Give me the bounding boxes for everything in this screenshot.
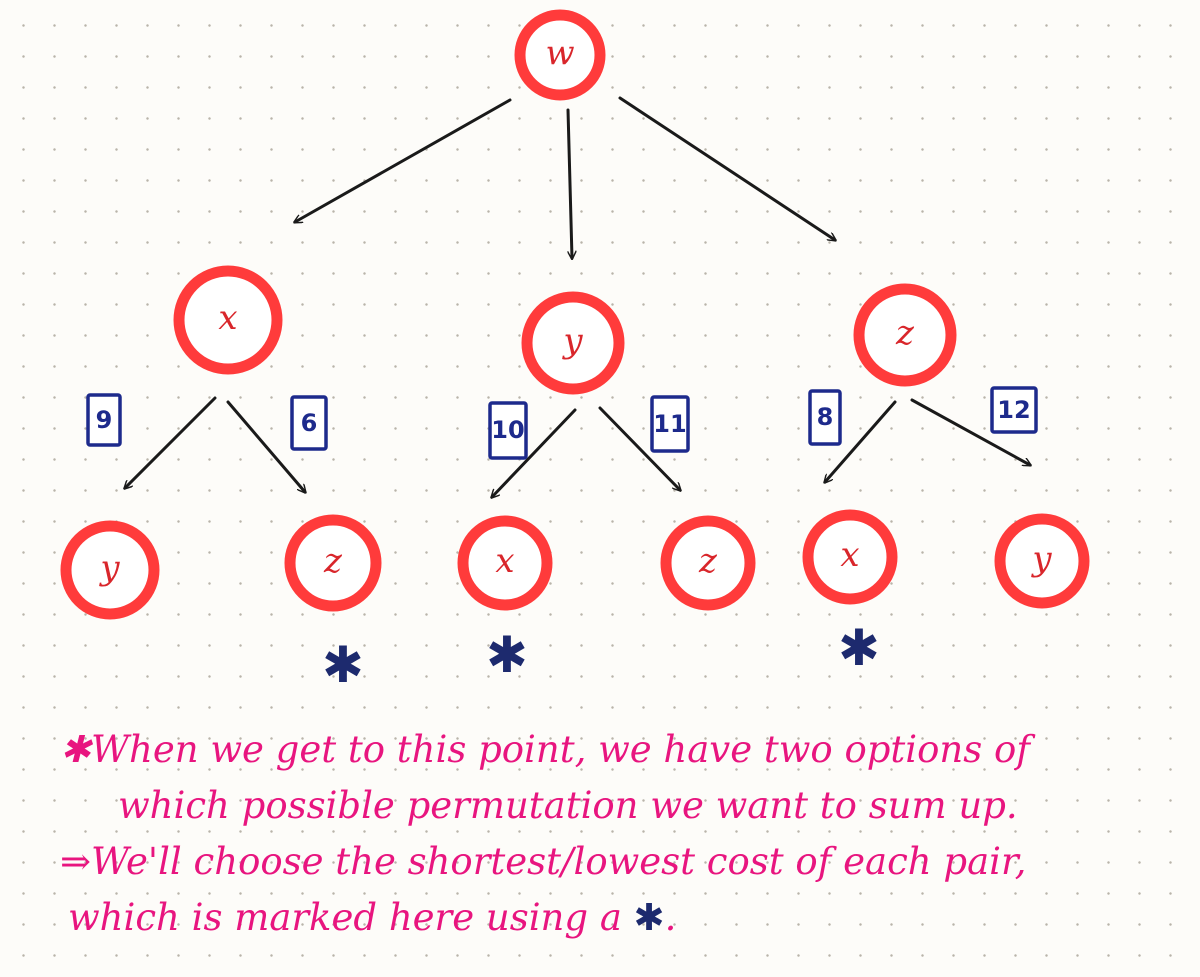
leaf-node-x-2-label: x <box>840 535 859 575</box>
note-line-4: which is marked here using a ✱. <box>60 890 1180 946</box>
leaf-node-x-2: x <box>802 509 898 605</box>
edge-y-to-z <box>598 406 680 490</box>
note-line-4-text: which is marked here using a <box>68 896 622 939</box>
edge-x-to-z <box>226 400 305 492</box>
edge-x-to-y <box>125 396 217 488</box>
leaf-node-x-1: x <box>457 515 553 611</box>
tree-edges <box>125 96 1030 497</box>
note-line-2: which possible permutation we want to su… <box>118 784 1018 827</box>
cost-box-10: 10 <box>488 401 528 460</box>
leaf-node-z-2-label: z <box>698 541 718 581</box>
node-level1-y-label: y <box>561 321 583 361</box>
cost-label-6: 6 <box>301 409 318 437</box>
leaf-node-y-2-label: y <box>1030 539 1052 579</box>
decision-tree-diagram: w x y z y z x z x y 9 6 <box>60 9 1090 694</box>
cost-box-11: 11 <box>650 395 690 453</box>
cost-label-9: 9 <box>96 406 113 434</box>
leaf-node-y-1: y <box>60 520 160 620</box>
edge-w-to-z <box>618 96 835 240</box>
node-root: w <box>514 9 606 101</box>
edge-y-to-x <box>492 408 577 497</box>
leaf-node-y-2: y <box>994 513 1090 609</box>
note-line-1: ✱When we get to this point, we have two … <box>60 728 1030 771</box>
selected-star-z-1: ✱ <box>322 636 364 694</box>
cost-label-10: 10 <box>491 416 524 444</box>
note-star-icon: ✱ <box>633 896 665 939</box>
leaf-node-z-1: z <box>284 514 382 612</box>
node-level1-z: z <box>853 283 957 387</box>
leaf-node-z-2: z <box>660 515 756 611</box>
explanation-note: ✱When we get to this point, we have two … <box>60 722 1180 946</box>
selected-star-x-1: ✱ <box>486 626 528 684</box>
cost-box-8: 8 <box>808 389 842 446</box>
leaf-node-y-1-label: y <box>98 548 120 588</box>
edge-w-to-x <box>295 98 512 222</box>
cost-box-6: 6 <box>290 395 328 451</box>
node-level1-x: x <box>173 265 283 375</box>
note-line-3: ⇒We'll choose the shortest/lowest cost o… <box>60 840 1027 883</box>
cost-label-8: 8 <box>817 403 834 431</box>
node-level1-x-label: x <box>218 298 237 338</box>
cost-label-12: 12 <box>997 396 1030 424</box>
cost-box-12: 12 <box>990 386 1038 434</box>
edge-w-to-y <box>566 108 572 258</box>
edge-z-to-x <box>825 400 897 482</box>
leaf-node-x-1-label: x <box>495 541 514 581</box>
cost-label-11: 11 <box>653 410 686 438</box>
leaf-node-z-1-label: z <box>323 541 343 581</box>
edge-z-to-y <box>910 398 1030 465</box>
selected-star-x-2: ✱ <box>838 619 880 677</box>
node-root-label: w <box>545 33 574 73</box>
note-line-4-end: . <box>664 896 677 939</box>
node-level1-y: y <box>521 291 625 395</box>
cost-box-9: 9 <box>86 393 122 447</box>
node-level1-z-label: z <box>895 313 915 353</box>
